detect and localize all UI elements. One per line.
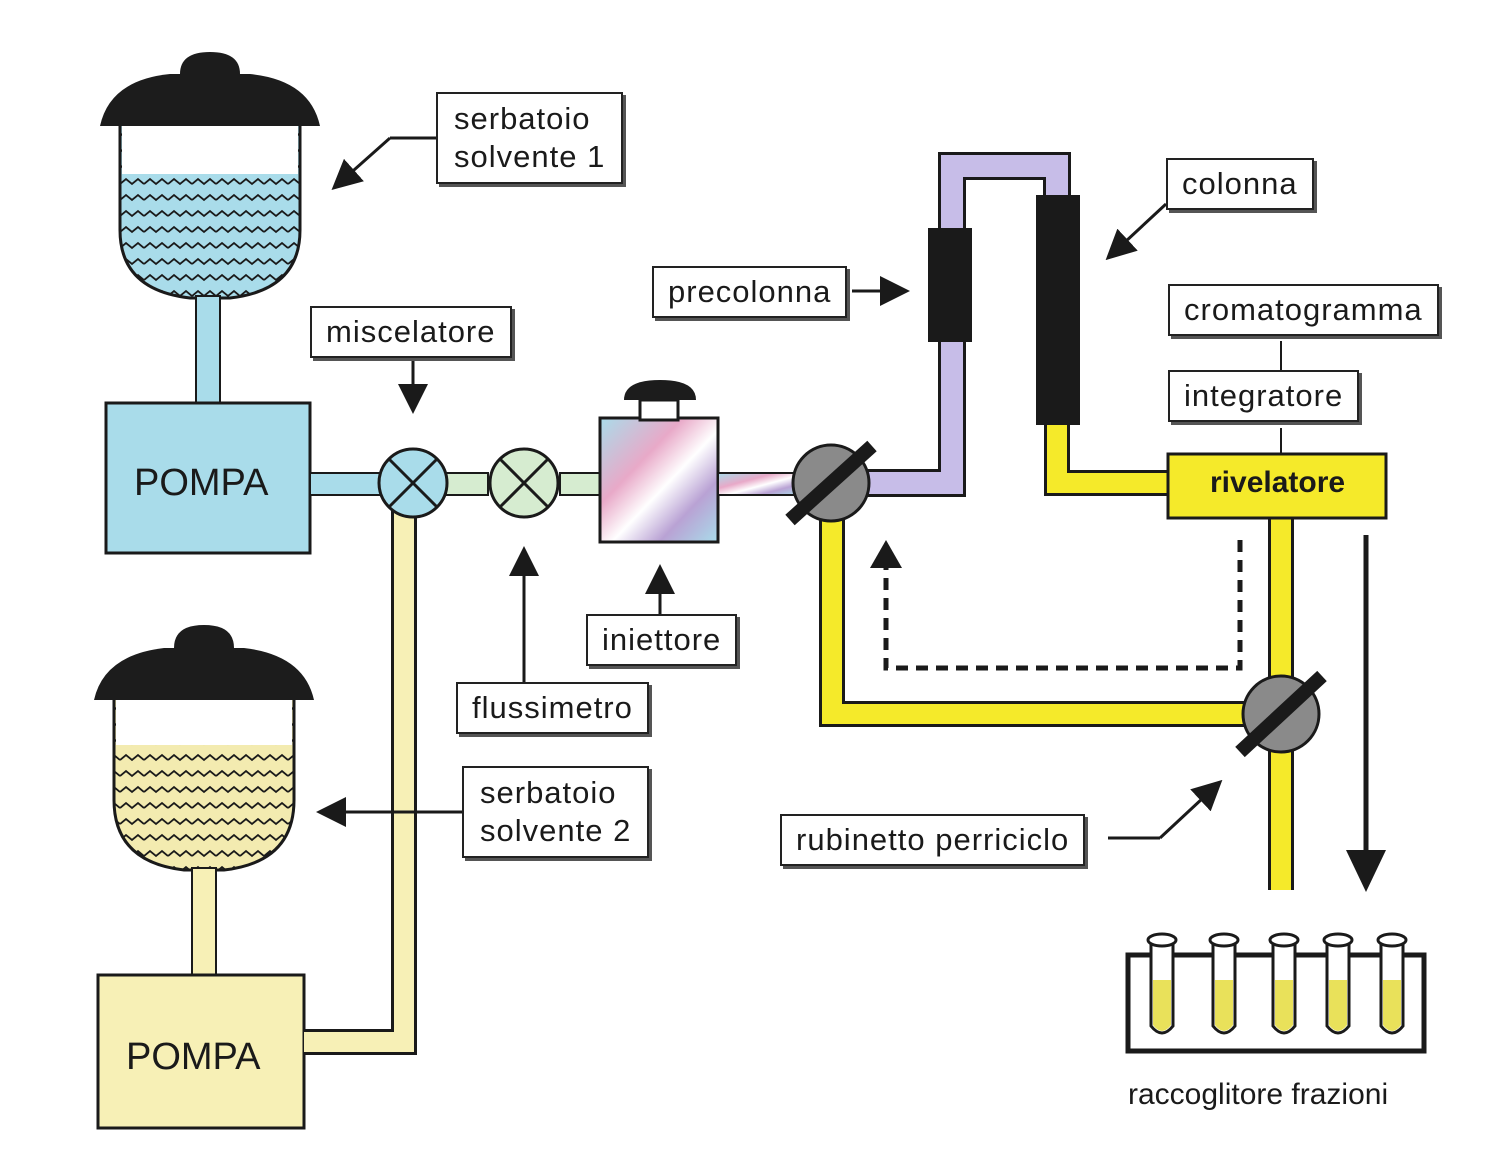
pump-2 [96,973,306,1130]
test-tube [1268,932,1300,1035]
label-serbatoio-solvente-1: serbatoio solvente 1 [436,92,624,184]
label-line: serbatoio [454,101,591,136]
injection-valve [785,440,877,526]
pump-1 [104,401,312,555]
precolumn [928,228,972,342]
label-integratore: integratore [1168,370,1360,422]
label-serbatoio-solvente-2: serbatoio solvente 2 [462,766,650,858]
mixer [377,447,449,519]
reservoir-2 [94,625,314,872]
label-precolonna: precolonna [652,266,848,318]
label-line: serbatoio [480,775,617,810]
label-rubinetto-perriciclo: rubinetto perriciclo [780,814,1086,866]
pump-1-label: POMPA [134,462,269,504]
test-tube [1146,932,1178,1035]
test-tube [1376,932,1408,1035]
label-colonna: colonna [1166,158,1314,210]
label-cromatogramma: cromatogramma [1168,284,1439,336]
pump-2-label: POMPA [126,1036,261,1078]
label-line: solvente 2 [480,813,632,848]
recycle-valve [1235,670,1327,758]
label-rivelatore: rivelatore [1210,466,1346,499]
flowmeter [488,447,560,519]
label-miscelatore: miscelatore [310,306,512,358]
label-raccoglitore-frazioni: raccoglitore frazioni [1128,1078,1389,1111]
reservoir-1 [100,52,320,300]
detector [1166,452,1388,520]
injector [598,380,720,544]
fraction-collector [1125,932,1427,1054]
column [1036,195,1080,425]
test-tube [1208,932,1240,1035]
label-line: solvente 1 [454,139,606,174]
label-iniettore: iniettore [586,614,738,666]
label-flussimetro: flussimetro [456,682,649,734]
test-tube [1322,932,1354,1035]
